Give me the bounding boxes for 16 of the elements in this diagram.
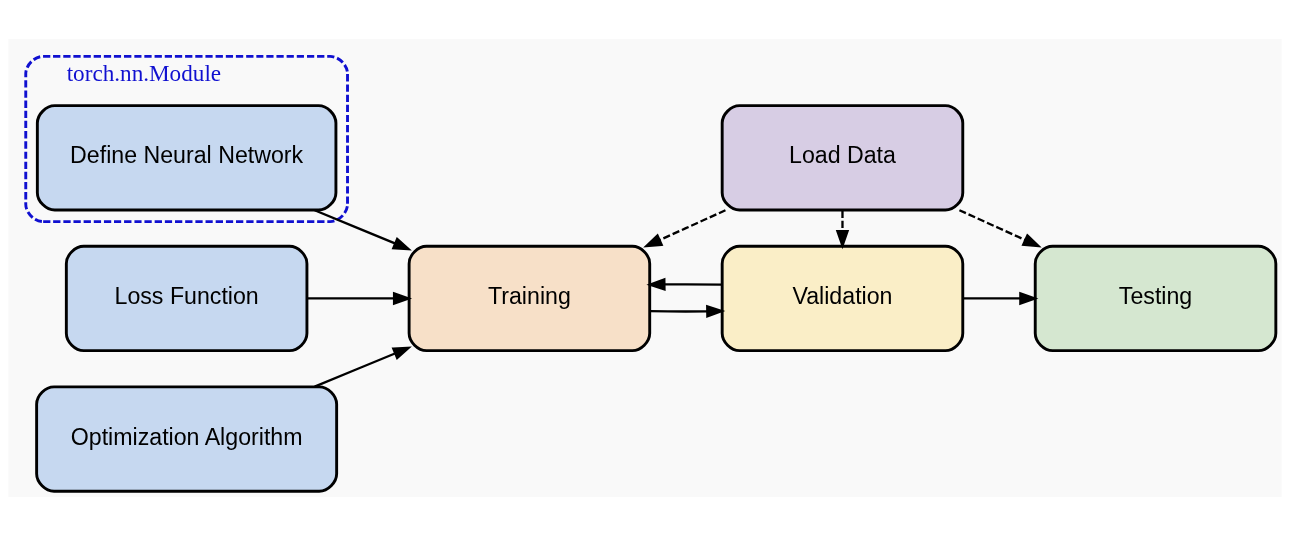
node-box: Validation <box>720 244 965 352</box>
arrow <box>314 208 412 250</box>
arrow <box>306 291 413 305</box>
arrow <box>643 208 726 248</box>
node-box: Load Data <box>720 103 965 211</box>
arrow <box>962 291 1039 305</box>
arrow <box>314 345 412 388</box>
node-box: Loss Function <box>64 244 309 352</box>
node-box: Define Neural Network <box>35 103 338 211</box>
arrow <box>958 208 1042 247</box>
node-box: Optimization Algorithm <box>35 384 339 493</box>
node-box: Testing <box>1033 244 1278 352</box>
arrow <box>649 304 726 318</box>
node-box: Training <box>407 244 652 352</box>
arrow <box>646 277 722 291</box>
arrow <box>835 210 850 249</box>
